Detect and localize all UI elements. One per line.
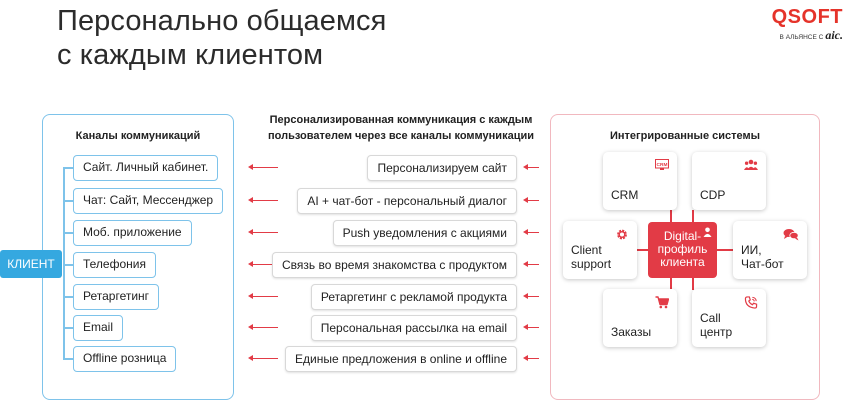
system-cdp: CDP [692,152,766,210]
connector [670,210,672,222]
channels-connector-line [63,167,65,358]
systems-panel [550,114,820,400]
crm-monitor-icon: CRM [655,159,669,170]
channel-email: Email [73,315,124,341]
action-email-mailing: Персональная рассылка на email [310,315,517,341]
channel-stub [63,296,73,298]
channel-website: Сайт. Личный кабинет. [73,155,219,181]
channel-mobile-app: Моб. приложение [73,220,192,246]
system-call-center: Call центр [692,289,766,347]
arrow-left [523,324,539,330]
system-call-line-1: Call [700,311,721,325]
digital-profile-line-3: клиента [660,255,705,269]
action-personalize-site: Персонализируем сайт [367,155,517,181]
arrow-left [248,324,278,330]
user-icon [703,227,712,237]
phone-icon [744,296,758,309]
connector [692,210,694,222]
system-ai-line-1: ИИ, [741,243,762,257]
crm-icon-text: CRM [657,162,668,168]
channel-stub [63,200,73,202]
arrow-left [523,229,539,235]
page-title-line-1: Персонально общаемся [57,5,387,37]
action-unified-offers: Единые предложения в online и offline [284,346,517,372]
digital-profile-line-1: Digital- [663,229,702,243]
system-call-line-2: центр [700,325,733,339]
channel-stub [63,327,73,329]
connector [637,249,648,251]
arrow-left [248,293,278,299]
digital-profile-line-2: профиль [657,242,708,256]
page-title: Персонально общаемся с каждым клиентом [57,4,386,72]
arrow-left [523,164,539,170]
channel-stub [63,167,73,169]
system-ai-label: ИИ, Чат-бот [741,243,784,271]
logo-alliance-brand: aic. [825,28,843,42]
users-group-icon [744,159,758,170]
channel-telephony: Телефония [73,252,156,278]
digital-profile-box: Digital- профиль клиента [648,222,717,278]
system-client-support-label: Client support [571,243,611,271]
gear-icon [617,229,627,240]
arrow-left [248,261,278,267]
middle-title: Персонализированная коммуникация с кажды… [258,112,544,144]
cart-icon [655,296,669,309]
system-crm: CRM CRM [603,152,677,210]
systems-title: Интегрированные системы [609,130,761,142]
system-client-support-line-2: support [571,257,612,271]
channel-offline-retail: Offline розница [73,346,177,372]
arrow-left [523,197,539,203]
connector [670,278,672,290]
channel-stub [63,358,73,360]
arrow-left [523,355,539,361]
arrow-left [248,229,278,235]
page-title-line-2: с каждым клиентом [57,39,324,71]
client-label: КЛИЕНТ [0,250,62,278]
system-ai-line-2: Чат-бот [741,257,784,271]
system-crm-label: CRM [611,188,639,202]
channel-retargeting: Ретаргетинг [73,284,160,310]
channels-title: Каналы коммуникаций [75,130,201,142]
logo-alliance-prefix: В АЛЬЯНСЕ С [779,34,824,41]
system-client-support: Client support [563,221,637,279]
system-client-support-line-1: Client [571,243,602,257]
arrow-left [523,293,539,299]
action-product-contact: Связь во время знакомства с продуктом [272,252,517,278]
arrow-left [248,164,278,170]
action-retargeting-ads: Ретаргетинг с рекламой продукта [310,284,517,310]
channel-chat: Чат: Сайт, Мессенджер [73,188,224,214]
system-call-center-label: Call центр [700,311,732,339]
arrow-left [248,197,278,203]
system-ai-chatbot: ИИ, Чат-бот [733,221,807,279]
arrow-left [248,355,278,361]
middle-title-line-1: Персонализированная коммуникация с кажды… [269,114,533,126]
chat-bubbles-icon [783,229,799,241]
action-push: Push уведомления с акциями [332,220,517,246]
channel-stub [63,264,73,266]
action-ai-chatbot: AI + чат-бот - персональный диалог [297,188,517,214]
channel-stub [63,232,73,234]
arrow-left [523,261,539,267]
system-cdp-label: CDP [700,188,726,202]
system-orders-label: Заказы [611,325,652,339]
connector [717,249,733,251]
connector [692,278,694,290]
middle-title-line-2: пользователем через все каналы коммуника… [268,130,534,142]
system-orders: Заказы [603,289,677,347]
logo-brand: QSOFT [771,6,843,28]
